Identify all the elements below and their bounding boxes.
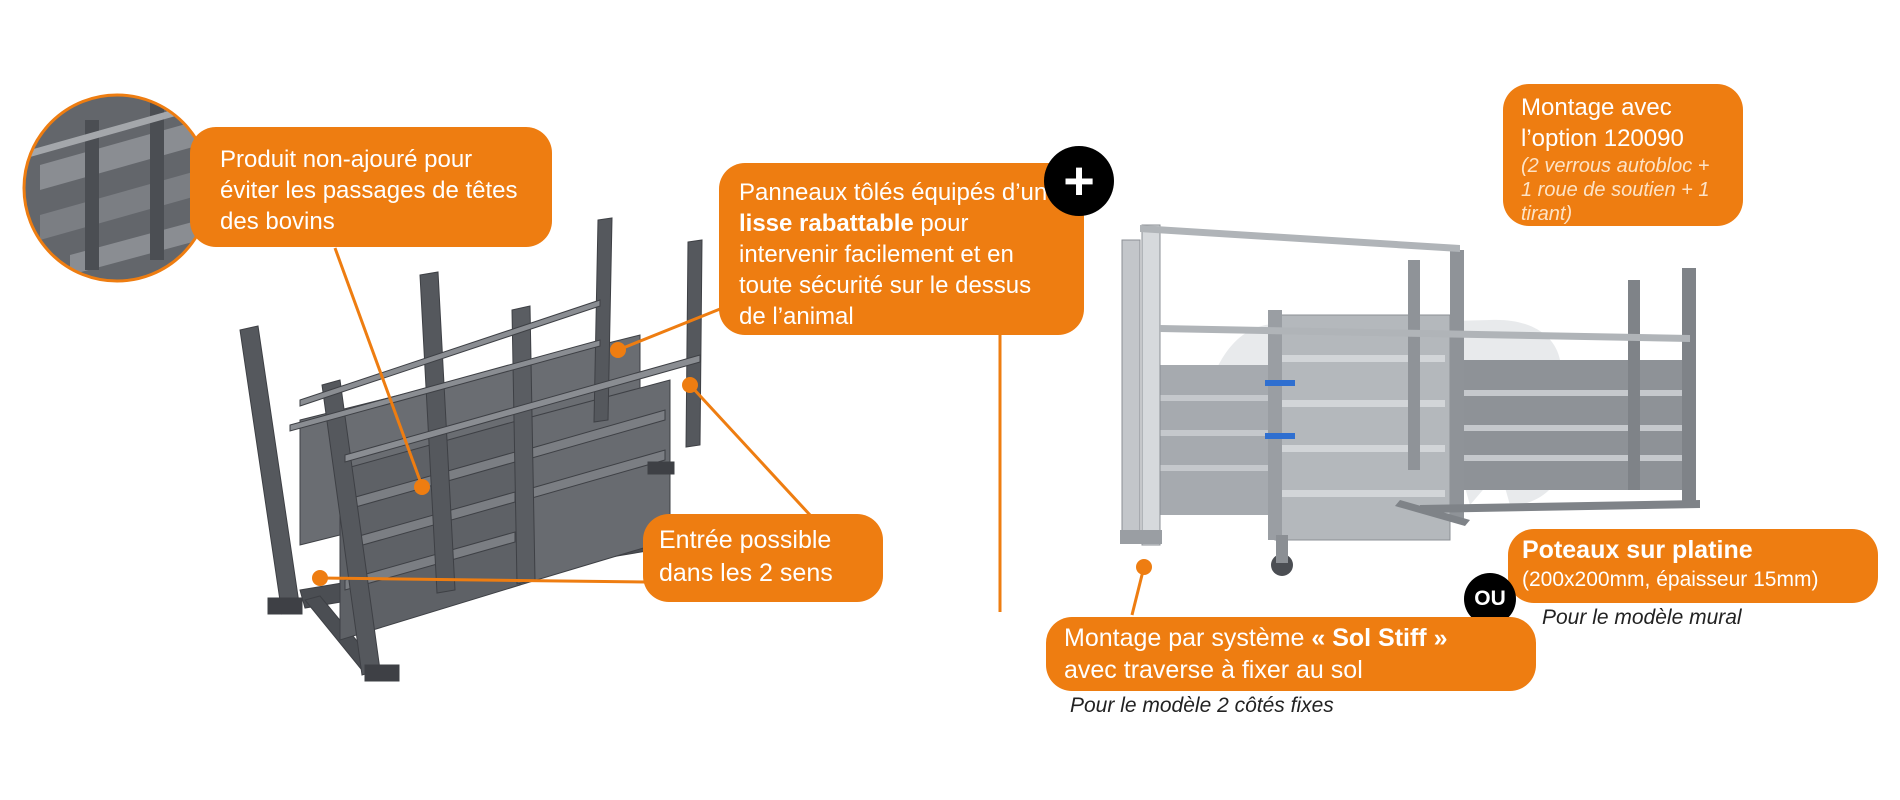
callout-sol-stiff-prefix: Montage par système xyxy=(1064,624,1312,652)
detail-zoom-circle xyxy=(22,93,212,283)
left-panel-frame xyxy=(239,217,703,682)
right-panel-frame xyxy=(1120,224,1700,576)
leader-lines-left xyxy=(312,247,812,586)
plus-icon: + xyxy=(1063,151,1095,211)
plus-badge: + xyxy=(1044,146,1114,216)
callout-entree-text: Entrée possible dans les 2 sens xyxy=(659,526,833,587)
note-deux-cotes: Pour le modèle 2 côtés fixes xyxy=(1070,694,1334,717)
callout-poteaux-title: Poteaux sur platine xyxy=(1522,536,1753,564)
callout-panneaux-prefix: Panneaux tôlés équipés d’une xyxy=(739,179,1061,206)
callout-poteaux: Poteaux sur platine (200x200mm, épaisseu… xyxy=(1508,529,1878,603)
note-mural: Pour le modèle mural xyxy=(1542,606,1742,629)
callout-panneaux-suffix: pour intervenir facilement et en toute s… xyxy=(739,210,1032,330)
callout-entree: Entrée possible dans les 2 sens xyxy=(643,514,883,602)
callout-montage-option-title: Montage avec l’option 120090 xyxy=(1521,94,1684,152)
callout-poteaux-detail: (200x200mm, épaisseur 15mm) xyxy=(1522,568,1819,591)
callout-panneaux-bold: lisse rabattable xyxy=(739,210,914,237)
callout-non-ajoure: Produit non-ajouré pour éviter les passa… xyxy=(190,127,552,247)
callout-sol-stiff-suffix: avec traverse à fixer au sol xyxy=(1064,656,1363,684)
leader-line-right xyxy=(1130,559,1152,616)
ou-label: OU xyxy=(1474,587,1506,610)
ou-badge: OU xyxy=(1464,573,1516,625)
callout-sol-stiff: Montage par système « Sol Stiff » avec t… xyxy=(1046,617,1536,691)
callout-montage-option: Montage avec l’option 120090 (2 verrous … xyxy=(1503,84,1743,226)
callout-non-ajoure-text: Produit non-ajouré pour éviter les passa… xyxy=(220,146,518,235)
callout-montage-option-detail: (2 verrous autobloc + 1 roue de soutien … xyxy=(1521,155,1710,225)
callout-sol-stiff-bold: « Sol Stiff » xyxy=(1311,624,1448,652)
callout-panneaux: Panneaux tôlés équipés d’une lisse rabat… xyxy=(719,163,1084,335)
